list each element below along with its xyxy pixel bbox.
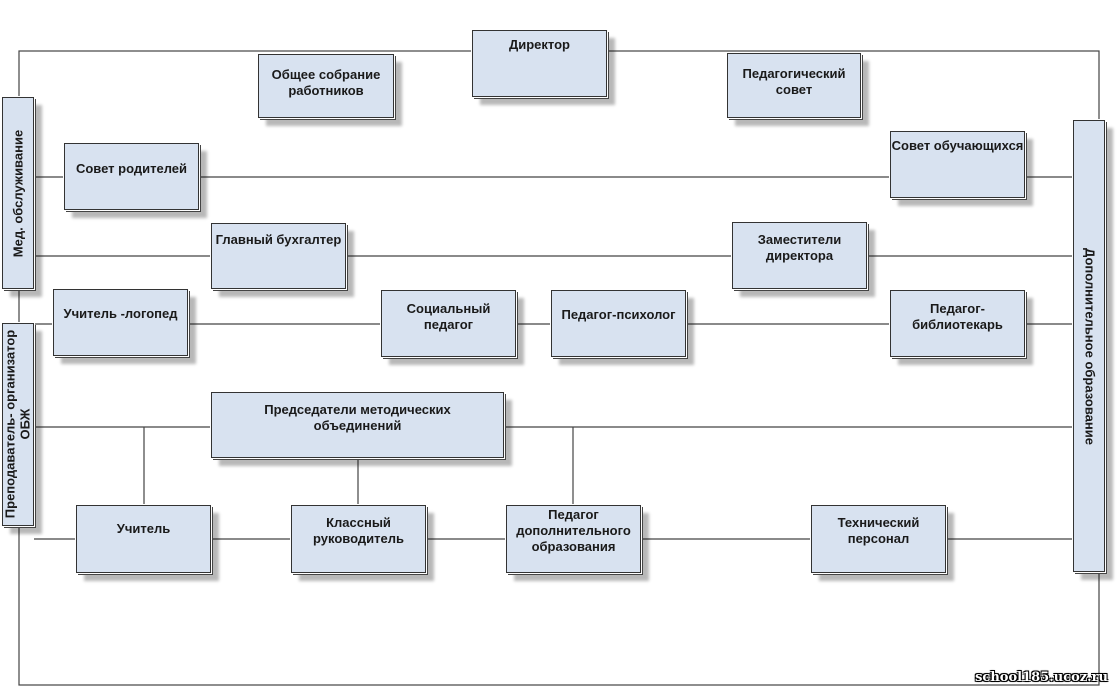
node-speech-therapist: Учитель -логопед: [52, 288, 189, 357]
node-director: Директор: [471, 29, 608, 98]
node-method-chairs: Председатели методических объединений: [210, 391, 505, 459]
watermark: school185.ucoz.ru: [975, 670, 1108, 685]
node-extra-education-label: Дополнительное образование: [1082, 248, 1098, 445]
node-social-pedagogue: Социальный педагог: [380, 289, 517, 358]
node-general-meeting: Общее собрание работников: [257, 53, 395, 119]
node-parents-council: Совет родителей: [63, 142, 200, 211]
node-pedagogical-council: Педагогический совет: [726, 52, 862, 119]
node-teacher: Учитель: [75, 504, 212, 574]
node-extra-education: [1072, 119, 1106, 573]
node-medical-service: [1, 96, 35, 290]
node-librarian: Педагог-библиотекарь: [889, 289, 1026, 358]
node-chief-accountant: Главный бухгалтер: [210, 222, 347, 290]
node-psychologist: Педагог-психолог: [550, 289, 687, 358]
node-deputy-directors: Заместители директора: [731, 221, 868, 290]
node-technical-staff: Технический персонал: [810, 504, 947, 574]
node-obzh-organizer-label: Преподаватель- организатор ОБЖ: [2, 329, 33, 519]
node-students-council: Совет обучающихся: [889, 130, 1026, 199]
node-medical-service-label: Мед. обслуживание: [10, 129, 26, 258]
node-class-teacher: Классный руководитель: [290, 504, 427, 574]
node-obzh-organizer: [1, 322, 35, 527]
node-extra-ed-teacher: Педагог дополнительного образования: [505, 504, 642, 574]
